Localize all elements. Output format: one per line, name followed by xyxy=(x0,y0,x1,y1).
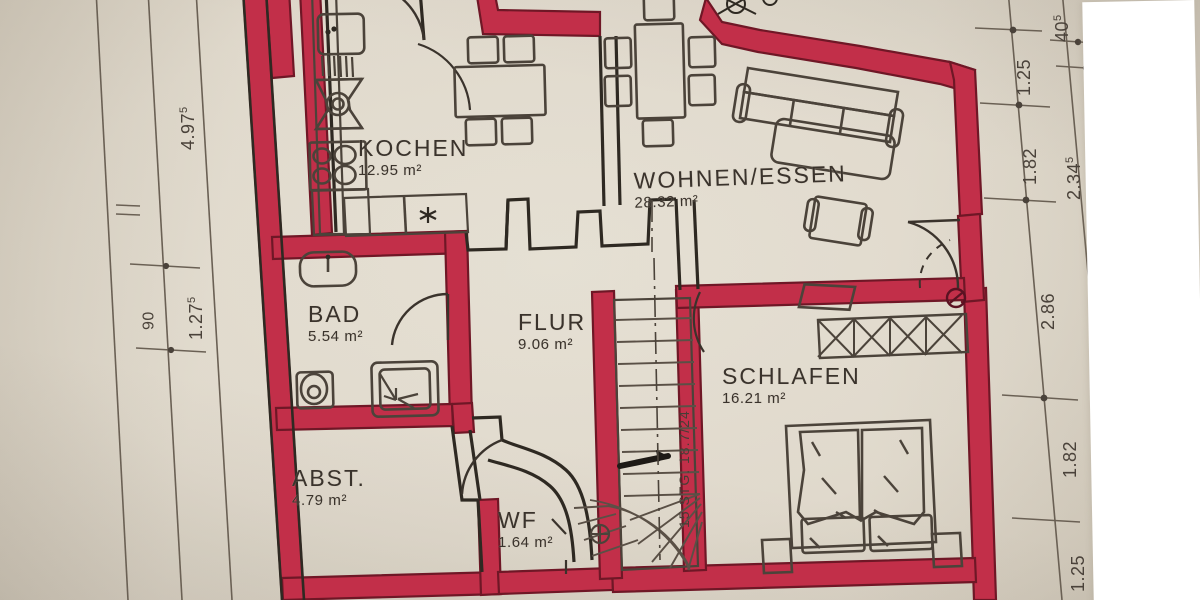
dining-furniture xyxy=(453,0,717,148)
bedroom-furniture xyxy=(760,312,970,575)
kitchen-fixtures xyxy=(308,0,470,238)
wf-detail xyxy=(551,518,568,574)
walls-partition xyxy=(242,0,700,600)
photo-page-edge xyxy=(1082,0,1200,600)
bath-fixtures xyxy=(295,250,440,418)
living-furniture xyxy=(731,66,967,312)
plan-marker-icon xyxy=(717,0,778,15)
staircase xyxy=(573,200,703,572)
door-swings xyxy=(390,0,961,495)
